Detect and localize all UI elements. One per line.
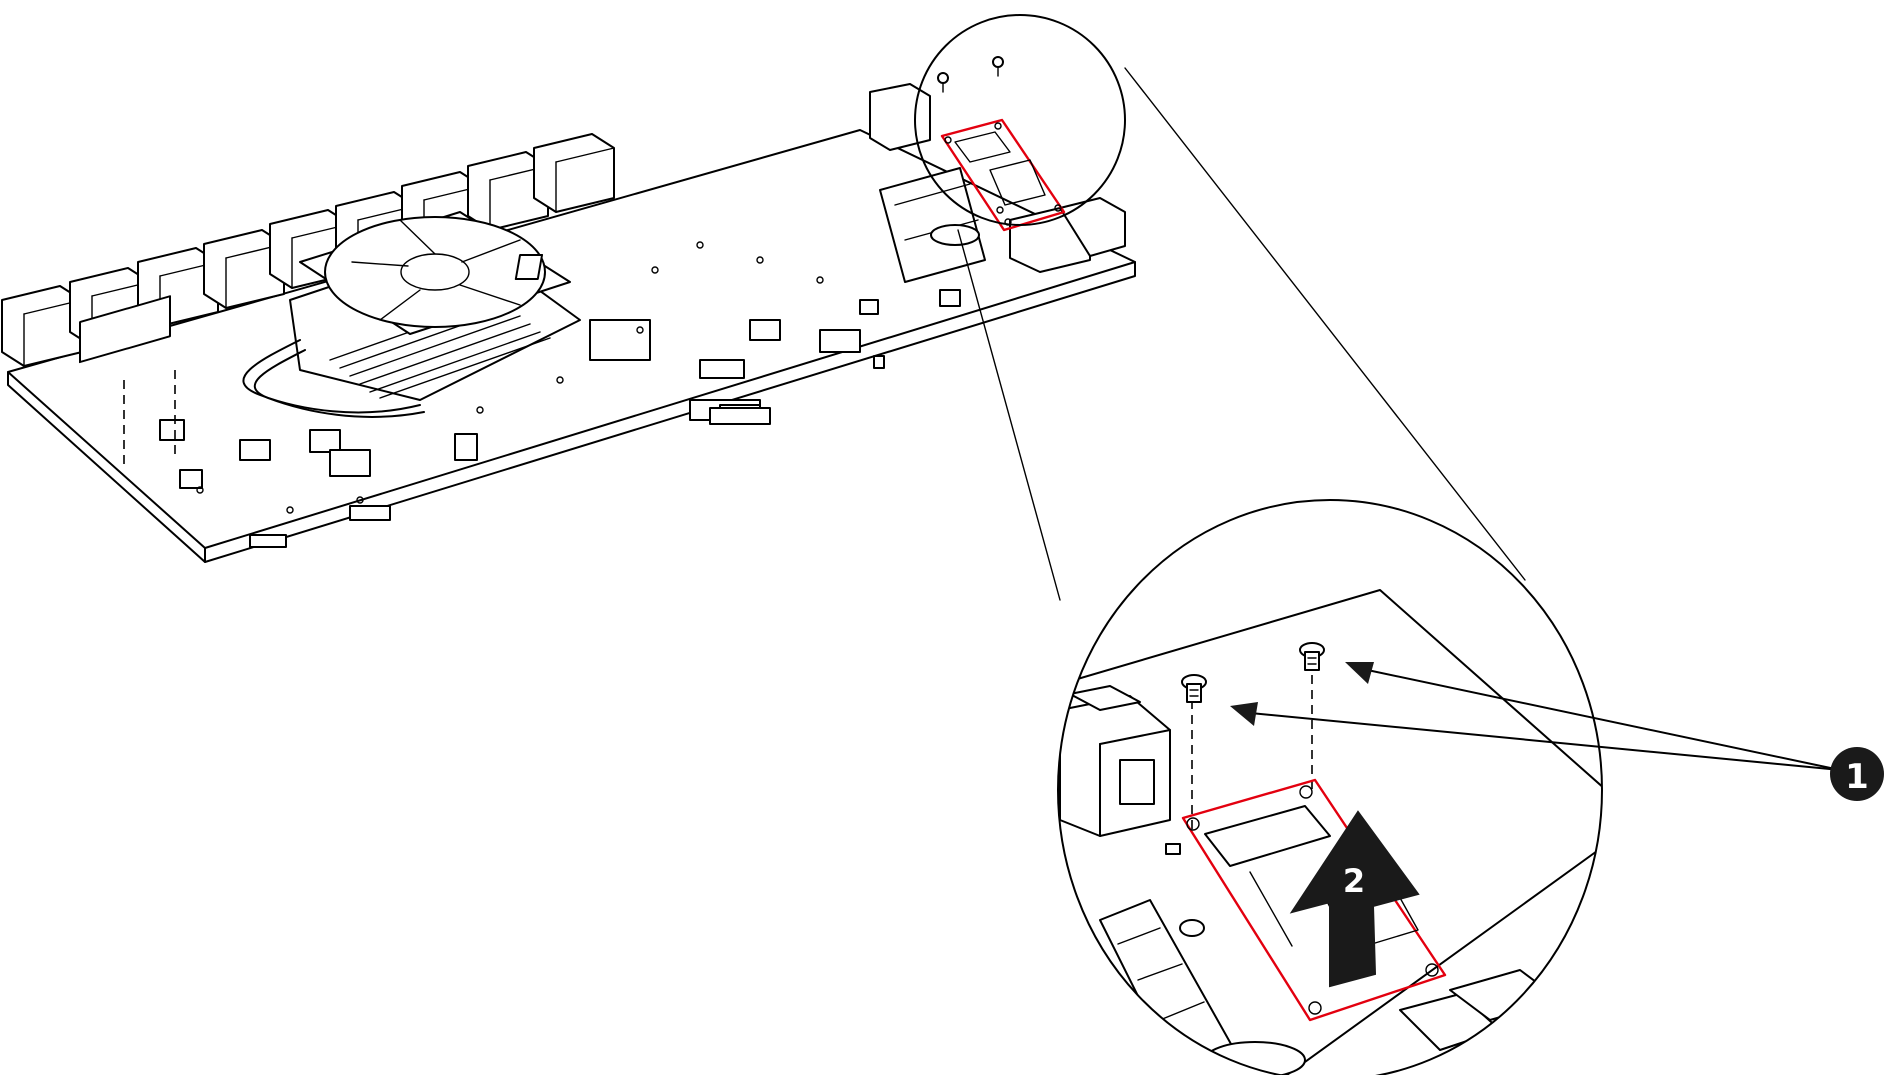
overview-screws <box>937 56 1004 93</box>
memory-slot <box>879 167 986 283</box>
callout-arrows <box>1230 662 1841 771</box>
circuit-board <box>1 56 1136 563</box>
zoom-connector <box>914 14 1526 601</box>
lift-module-arrow <box>1289 810 1420 988</box>
callout-1-label: 1 <box>1845 757 1869 797</box>
callout-1: 1 <box>1830 747 1884 801</box>
detail-magnifier-circle <box>1057 499 1603 1075</box>
module-highlight-overview <box>940 118 1066 232</box>
screw-icon <box>1299 642 1325 671</box>
callout-2-label: 2 <box>1343 862 1365 900</box>
cpu-heatsink <box>242 211 581 418</box>
cooling-fan-icon <box>324 216 546 328</box>
zoom-source-circle <box>914 14 1126 226</box>
callout-2: 2 <box>1343 862 1365 900</box>
detail-ethernet-port <box>1059 685 1171 837</box>
board-components <box>79 206 1054 548</box>
screw-icon <box>1181 674 1207 703</box>
detail-view <box>1057 499 1841 1075</box>
